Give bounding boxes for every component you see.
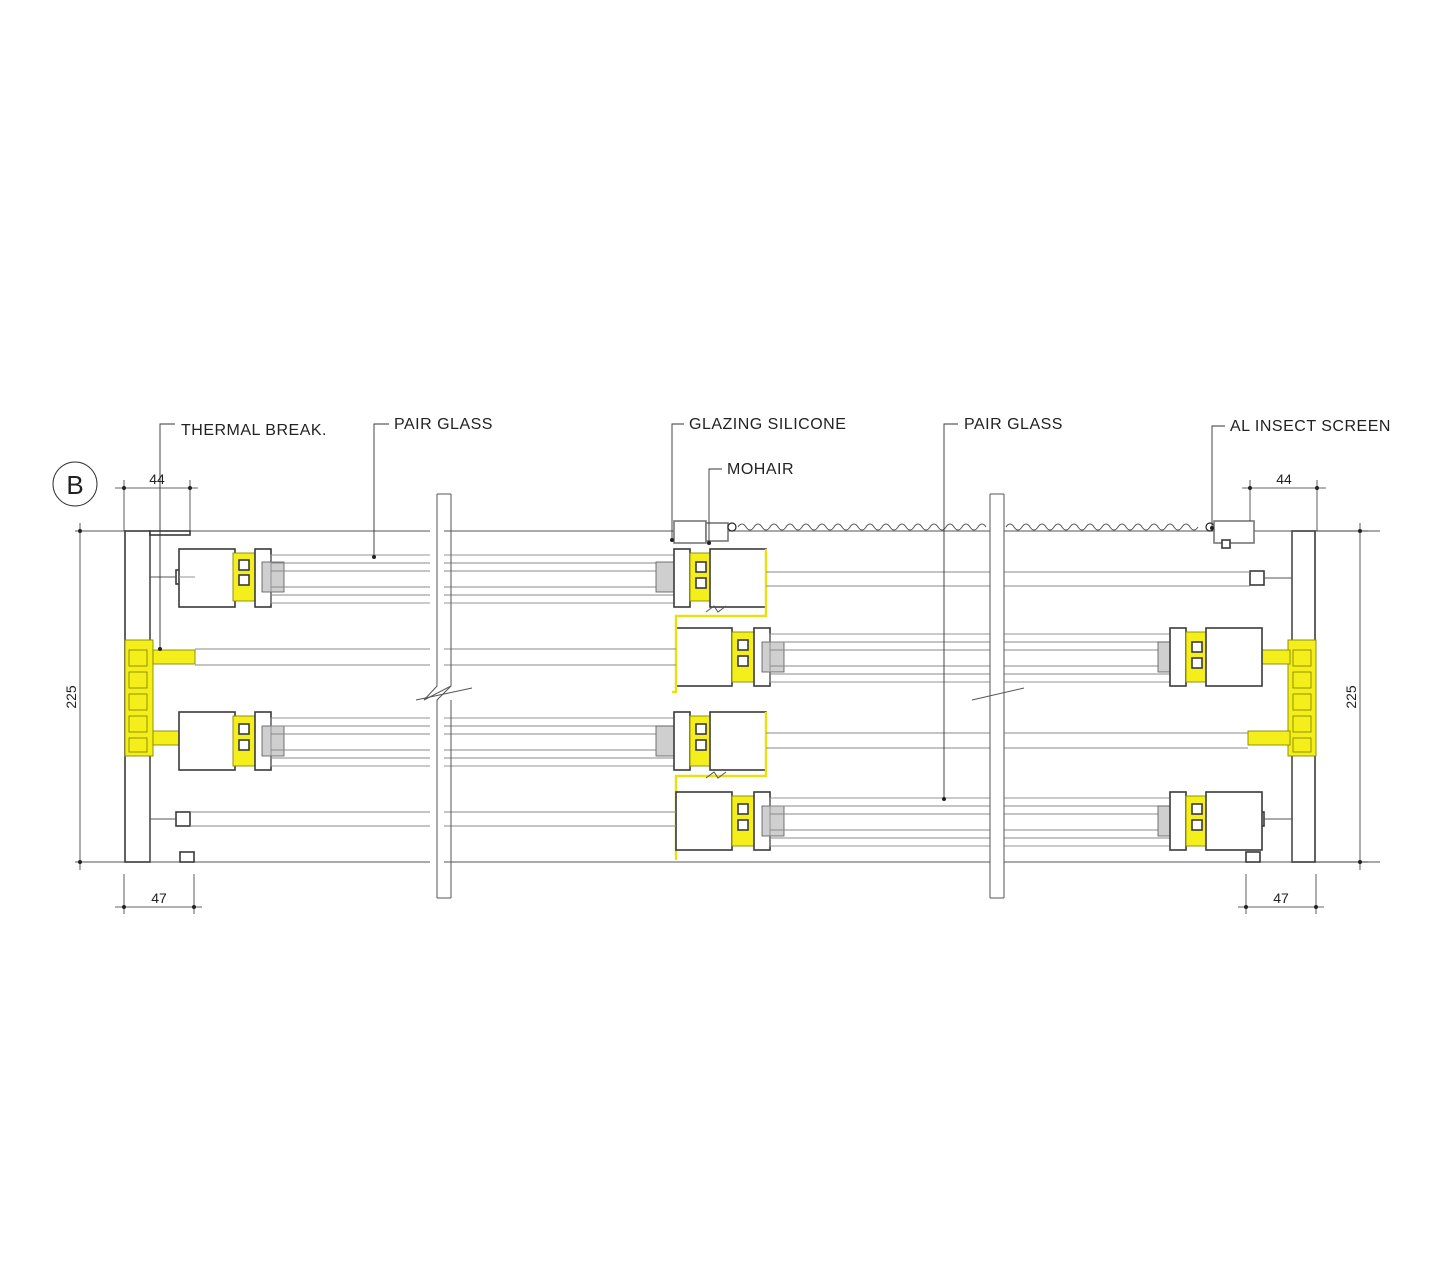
- section-marker: B: [52, 461, 98, 507]
- mohair-label: MOHAIR: [727, 461, 794, 478]
- sash-bottom-right: [675, 791, 1263, 851]
- glazing-silicone-label: GLAZING SILICONE: [689, 416, 846, 433]
- dim-height-right-value: 225: [1343, 685, 1359, 709]
- dim-height-left-value: 225: [63, 685, 79, 709]
- annotation-pair-glass-right: PAIR GLASS: [942, 416, 1063, 801]
- section-marker-letter: B: [66, 470, 83, 500]
- sash-top-left: [178, 548, 767, 608]
- dim-bottom-left-value: 47: [151, 890, 167, 906]
- annotation-pair-glass-left: PAIR GLASS: [372, 416, 493, 559]
- annotation-glazing-silicone: GLAZING SILICONE: [670, 416, 846, 542]
- break-line-right: [971, 493, 1025, 899]
- right-outer-frame: [1245, 530, 1317, 863]
- sash-upper-right: [672, 622, 1263, 694]
- insect-screen: [673, 520, 1255, 549]
- annotation-thermal-break: THERMAL BREAK.: [158, 422, 327, 651]
- insect-screen-label: AL INSECT SCREEN: [1230, 418, 1391, 435]
- dim-top-left: 44: [115, 471, 198, 531]
- dim-height-right: 225: [1315, 523, 1368, 870]
- dim-bottom-left: 47: [115, 874, 202, 914]
- pair-glass-left-label: PAIR GLASS: [394, 416, 493, 433]
- dim-top-right: 44: [1242, 471, 1326, 531]
- thermal-break-label: THERMAL BREAK.: [181, 422, 327, 439]
- interlock: [674, 549, 768, 779]
- sash-lower-left: [178, 711, 768, 860]
- pair-glass-right-label: PAIR GLASS: [964, 416, 1063, 433]
- annotation-insect-screen: AL INSECT SCREEN: [1210, 418, 1391, 530]
- dim-bottom-right: 47: [1238, 874, 1324, 914]
- annotation-mohair: MOHAIR: [707, 461, 794, 545]
- dim-top-left-value: 44: [149, 471, 165, 487]
- dim-top-right-value: 44: [1276, 471, 1292, 487]
- break-line-left: [415, 493, 473, 899]
- dim-height-left: 225: [63, 523, 82, 870]
- glass-extension-lines: [179, 571, 1250, 827]
- dim-bottom-right-value: 47: [1273, 890, 1289, 906]
